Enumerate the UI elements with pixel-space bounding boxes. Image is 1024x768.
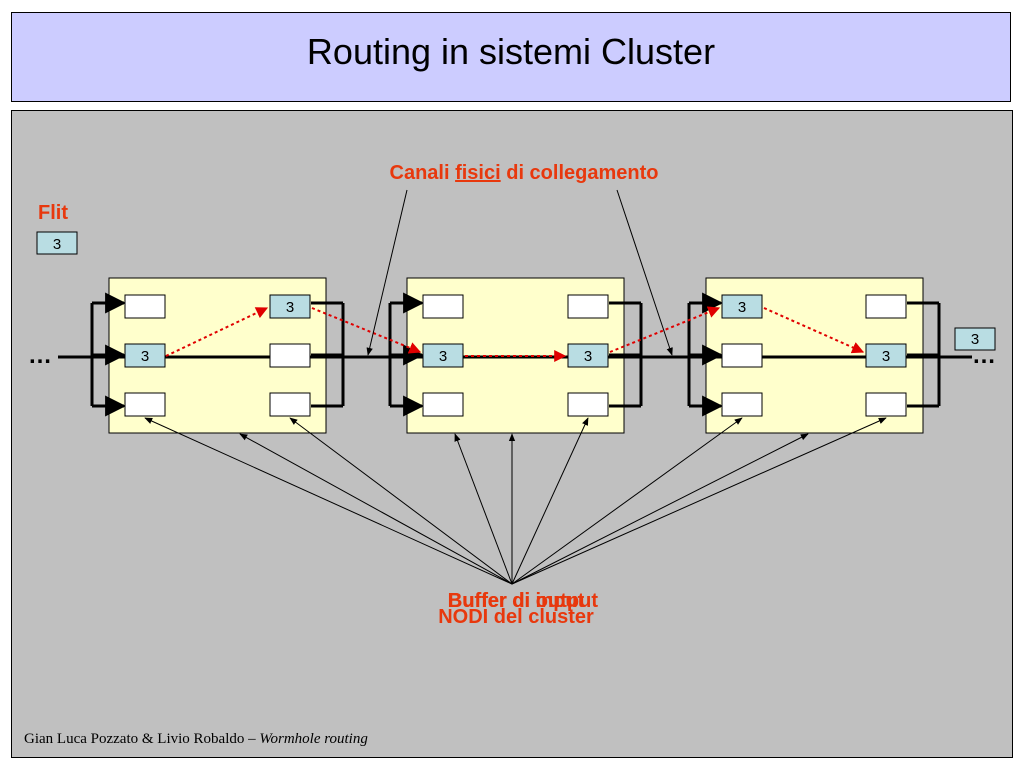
input-buffer: [124, 294, 166, 319]
node-3-output-mux: [907, 301, 941, 408]
node-3-buffers: 3 3: [721, 294, 907, 417]
output-buffer: [269, 294, 311, 319]
buffer-flit-value: 3: [882, 348, 890, 365]
flit-label: Flit: [38, 202, 68, 224]
flit-sample-value: 3: [53, 236, 61, 253]
outgoing-flit-box: [954, 327, 996, 351]
outgoing-flit-value: 3: [971, 331, 979, 348]
node-2-input-demux: [388, 292, 425, 417]
output-buffer: [567, 343, 609, 368]
node-2-buffers: 3 3: [422, 294, 609, 417]
input-buffer-label: Buffer di input: [448, 590, 585, 612]
output-buffer: [269, 392, 311, 417]
input-buffer: [422, 343, 464, 368]
buffer-flit-value: 3: [584, 348, 592, 365]
buffer-flit-value: 3: [141, 348, 149, 365]
input-buffer: [422, 392, 464, 417]
footer-topic: Wormhole routing: [259, 731, 368, 747]
output-buffer: [567, 392, 609, 417]
output-buffer: [865, 392, 907, 417]
title-bar: Routing in sistemi Cluster: [11, 12, 1011, 102]
output-buffer: [567, 294, 609, 319]
slide-footer: Gian Luca Pozzato & Livio Robaldo – Worm…: [24, 731, 368, 748]
input-buffer: [422, 294, 464, 319]
slide-title: Routing in sistemi Cluster: [306, 31, 716, 72]
footer-authors: Gian Luca Pozzato & Livio Robaldo –: [24, 731, 256, 747]
buffer-node-callouts: [144, 417, 887, 585]
node-1-output-mux: [311, 301, 345, 408]
ellipsis-left: …: [28, 342, 52, 369]
cluster-nodes-label: NODI del cluster: [438, 606, 594, 628]
output-buffer: [865, 343, 907, 368]
buffer-flit-value: 3: [286, 299, 294, 316]
channels-label: Canali fisici di collegamento: [390, 162, 659, 184]
input-buffer: [721, 294, 763, 319]
node-2-output-mux: [609, 301, 643, 408]
input-buffer: [124, 343, 166, 368]
input-buffer: [721, 343, 763, 368]
buffer-flit-value: 3: [439, 348, 447, 365]
output-buffer: [269, 343, 311, 368]
node-1-input-demux: [90, 292, 127, 417]
channel-callouts: [366, 189, 673, 356]
flit-sample-box: [36, 231, 78, 255]
input-buffer: [721, 392, 763, 417]
route-path: [165, 306, 865, 362]
output-buffer: [865, 294, 907, 319]
buffer-flit-value: 3: [738, 299, 746, 316]
input-buffer: [124, 392, 166, 417]
output-buffer-label: Buffer di output: [448, 590, 598, 612]
node-1-buffers: 3 3: [124, 294, 311, 417]
